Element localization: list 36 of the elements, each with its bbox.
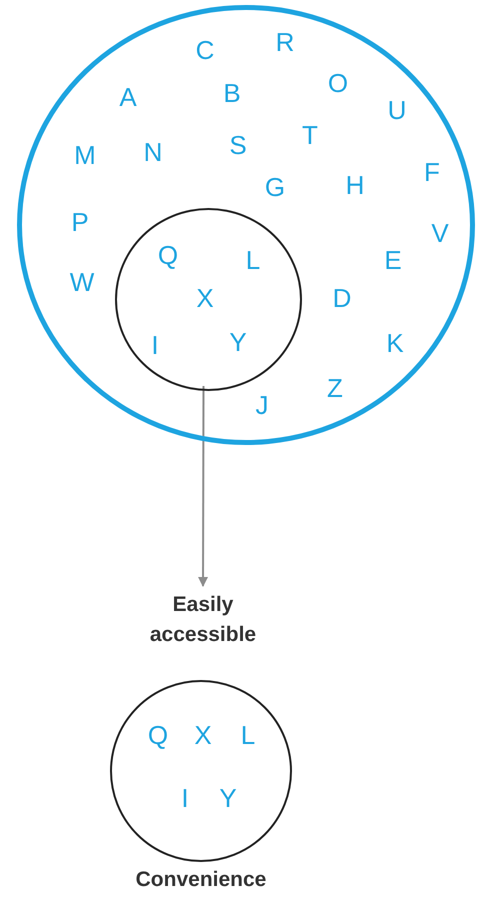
set-letter: W (70, 267, 94, 297)
set-letter: Z (327, 373, 343, 403)
set-letter: V (431, 218, 449, 248)
set-letter: X (194, 720, 212, 750)
set-letter: N (144, 137, 162, 167)
set-letter: I (181, 783, 189, 813)
set-letter: D (332, 283, 352, 313)
set-letter: I (151, 330, 159, 360)
set-letter: Q (148, 720, 168, 750)
set-letter: J (256, 390, 268, 420)
set-letter: L (240, 720, 256, 750)
set-letter: P (71, 207, 89, 237)
circle-caption: Convenience (136, 867, 266, 893)
set-letter: F (424, 157, 440, 187)
set-letter: G (264, 172, 286, 202)
set-letter: Y (219, 783, 237, 813)
set-letter: C (196, 35, 214, 65)
set-letter: R (276, 27, 294, 57)
arrow (198, 386, 208, 587)
heading-text: Easily accessible (148, 592, 258, 648)
set-letter: H (346, 170, 364, 200)
set-letter: A (119, 82, 137, 112)
set-letter: Q (158, 240, 178, 270)
set-letter: M (74, 140, 96, 170)
set-letter: X (196, 283, 214, 313)
set-letter: K (386, 328, 404, 358)
set-letter: T (302, 120, 318, 150)
set-letter: E (384, 245, 402, 275)
set-letter: O (328, 68, 348, 98)
set-letter: B (223, 78, 241, 108)
set-letter: Y (229, 327, 247, 357)
set-letter: U (388, 95, 406, 125)
set-circle (115, 208, 302, 391)
set-circle (17, 5, 475, 445)
set-letter: L (246, 245, 260, 275)
set-letter: S (229, 130, 247, 160)
